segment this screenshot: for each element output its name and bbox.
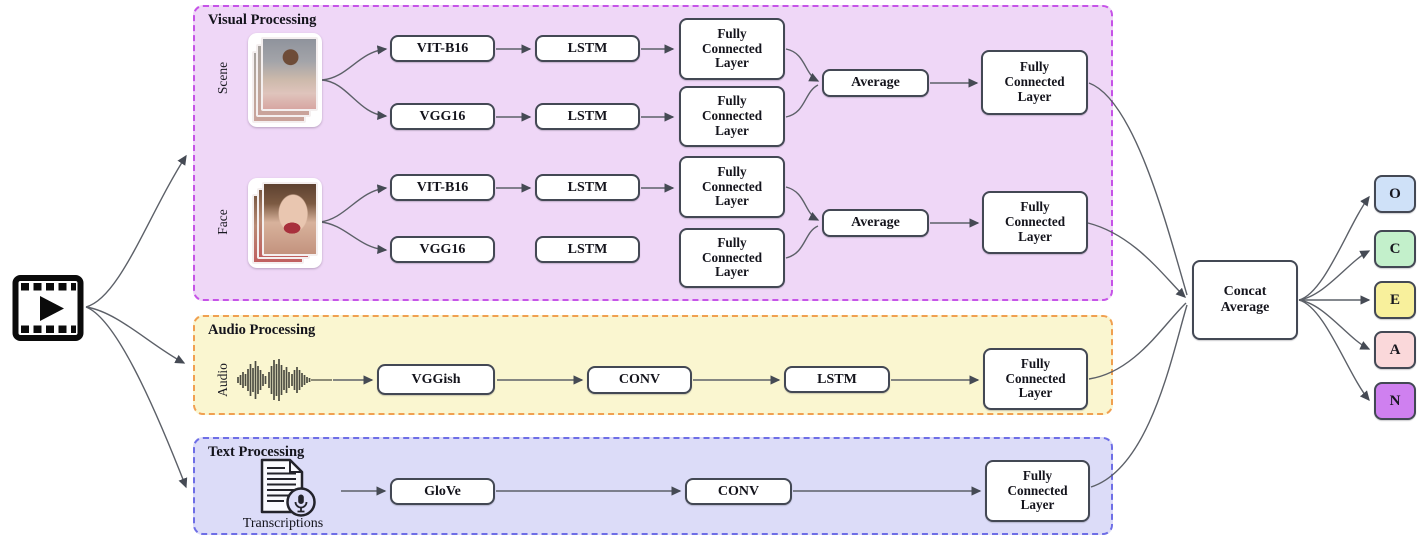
text-fc-node: Fully Connected Layer: [985, 460, 1090, 522]
scene-average-node: Average: [822, 69, 929, 97]
scene-lstm1-node: LSTM: [535, 35, 640, 62]
face-fc2-node: Fully Connected Layer: [679, 228, 785, 288]
audio-processing-section: Audio Processing: [193, 315, 1113, 415]
scene-fc2-node: Fully Connected Layer: [679, 86, 785, 147]
scene-lstm2-node: LSTM: [535, 103, 640, 130]
face-lstm1-node: LSTM: [535, 174, 640, 201]
output-edges: [1298, 195, 1371, 402]
audio-vggish-node: VGGish: [377, 364, 495, 395]
face-average-node: Average: [822, 209, 929, 237]
face-frame-front: [262, 182, 318, 256]
output-conscientiousness: C: [1374, 230, 1416, 268]
scene-vgg-node: VGG16: [390, 103, 495, 130]
audio-label: Audio: [215, 363, 230, 397]
face-label: Face: [215, 209, 230, 235]
text-processing-section: Text Processing: [193, 437, 1113, 535]
audio-processing-title: Audio Processing: [208, 322, 316, 338]
face-fc-out-node: Fully Connected Layer: [982, 191, 1088, 254]
text-conv-node: CONV: [685, 478, 792, 505]
scene-frames-photo: [248, 33, 322, 127]
scene-frame-front: [261, 37, 318, 111]
transcriptions-label: Transcriptions: [242, 516, 324, 531]
face-frames-photo: [248, 178, 322, 268]
visual-processing-title: Visual Processing: [208, 12, 317, 28]
visual-processing-section: Visual Processing: [193, 5, 1113, 301]
audio-conv-node: CONV: [587, 366, 692, 394]
text-glove-node: GloVe: [390, 478, 495, 505]
output-neuroticism: N: [1374, 382, 1416, 420]
scene-fc-out-node: Fully Connected Layer: [981, 50, 1088, 115]
face-vit-node: VIT-B16: [390, 174, 495, 201]
scene-fc1-node: Fully Connected Layer: [679, 18, 785, 80]
output-agreeableness: A: [1374, 331, 1416, 369]
output-openness: O: [1374, 175, 1416, 213]
scene-label: Scene: [215, 61, 230, 95]
output-extraversion: E: [1374, 281, 1416, 319]
face-fc1-node: Fully Connected Layer: [679, 156, 785, 218]
input-fan-edges: [85, 154, 188, 489]
video-film-icon: [12, 275, 84, 341]
audio-lstm-node: LSTM: [784, 366, 890, 393]
face-vgg-node: VGG16: [390, 236, 495, 263]
concat-average-node: Concat Average: [1192, 260, 1298, 340]
text-processing-title: Text Processing: [208, 444, 305, 460]
face-lstm2-node: LSTM: [535, 236, 640, 263]
scene-vit-node: VIT-B16: [390, 35, 495, 62]
audio-fc-node: Fully Connected Layer: [983, 348, 1088, 410]
